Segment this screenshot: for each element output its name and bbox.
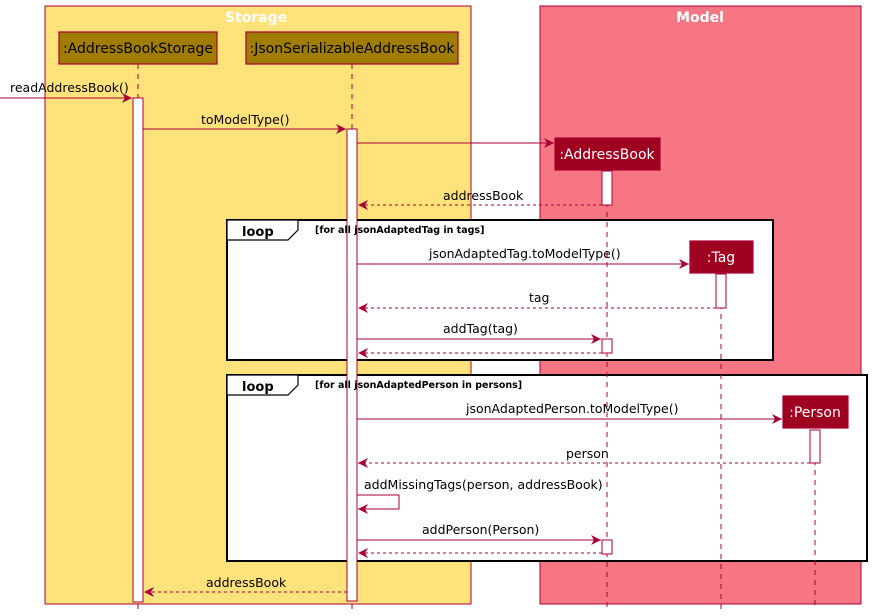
loop-tags-tab [226,219,299,241]
msg-add-missing-tags-arrow [357,494,400,514]
msg-add-missing-tags-label: addMissingTags(person, addressBook) [364,477,603,492]
msg-read-address-book-label: readAddressBook() [10,80,129,95]
msg-return-tag-label: tag [529,290,550,305]
msg-json-adapted-person-label: jsonAdaptedPerson.toModelType() [465,401,678,416]
msg-add-person-label: addPerson(Person) [422,522,539,537]
participant-person-label: :Person [789,405,841,421]
msg-final-return-address-book-label: addressBook [206,575,287,590]
msg-return-person-label: person [566,446,609,461]
loop-persons-frame [226,374,868,562]
participant-json-serializable-address-book [245,31,459,65]
msg-add-tag-label: addTag(tag) [443,321,518,336]
loop-tags-keyword: loop [242,225,274,240]
activation-address-book-create [601,170,613,206]
participant-address-book [554,137,661,171]
activation-person [809,429,821,464]
participant-address-book-label: :AddressBook [559,147,655,163]
activation-address-book-add-person [601,539,613,555]
messages [0,93,810,597]
activation-json-serializable-address-book [346,128,358,602]
activations [132,97,821,603]
msg-to-model-type-label: toModelType() [201,112,290,127]
loop-persons-guard: [for all jsonAdaptedPerson in persons] [315,380,522,391]
storage-box-title: Storage [225,10,287,26]
activation-address-book-add-tag [601,338,613,354]
activation-tag [715,273,727,309]
participant-address-book-storage [58,31,218,65]
loop-tags-frame [226,219,774,361]
participant-address-book-storage-label: :AddressBookStorage [63,41,213,57]
msg-json-adapted-tag-label: jsonAdaptedTag.toModelType() [428,246,621,261]
loop-persons-tab [226,374,299,396]
loop-persons-keyword: loop [242,380,274,395]
participant-person [782,395,849,429]
model-box-title: Model [676,10,724,26]
activation-address-book-storage [132,97,144,603]
participant-json-serializable-address-book-label: :JsonSerializableAddressBook [250,41,456,57]
loop-tags-guard: [for all jsonAdaptedTag in tags] [315,225,484,236]
participant-tag-label: :Tag [707,250,735,266]
msg-return-address-book-label: addressBook [443,188,524,203]
participant-tag [689,240,754,274]
